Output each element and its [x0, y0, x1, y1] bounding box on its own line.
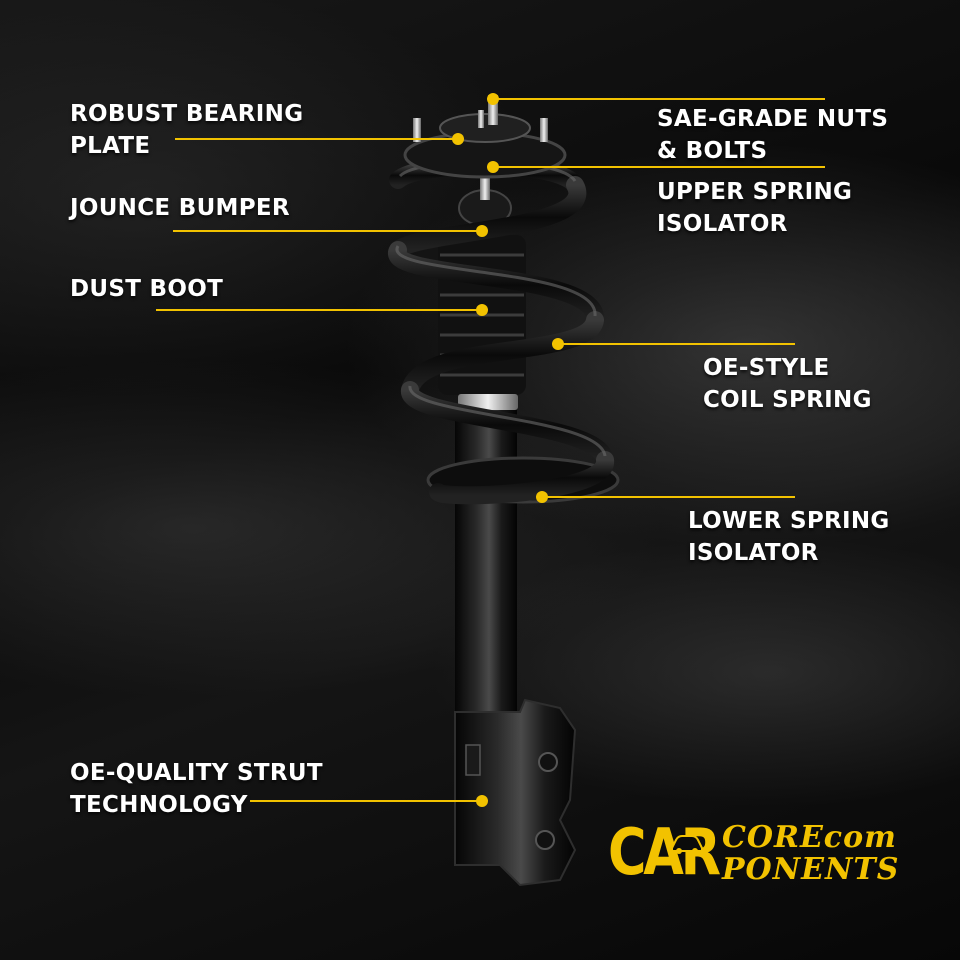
- callout-dot-coil-spring: [552, 338, 564, 350]
- label-line: UPPER SPRING: [657, 179, 853, 205]
- callout-dot-jounce-bumper: [476, 225, 488, 237]
- brand-name-line1: COREcom: [722, 820, 897, 855]
- car-icon: [671, 835, 703, 854]
- label-line: DUST BOOT: [70, 276, 224, 302]
- label-line: ROBUST BEARING: [70, 101, 304, 127]
- callout-dot-dust-boot: [476, 304, 488, 316]
- brand-name-line2: PONENTS: [722, 852, 900, 887]
- callout-dot-nuts-bolts: [487, 93, 499, 105]
- label-line: LOWER SPRING: [688, 508, 890, 534]
- label-line: SAE-GRADE NUTS: [657, 106, 889, 132]
- chrome-collar: [458, 394, 518, 410]
- label-jounce-bumper: JOUNCE BUMPER: [70, 192, 290, 224]
- label-line: PLATE: [70, 133, 151, 159]
- mount-studs: [413, 95, 548, 142]
- label-lower-spring-isolator: LOWER SPRING ISOLATOR: [688, 505, 890, 569]
- bracket-hole-top: [538, 752, 558, 772]
- label-robust-bearing-plate: ROBUST BEARING PLATE: [70, 98, 303, 162]
- callout-dot-upper-isolator: [487, 161, 499, 173]
- bracket-hole-bottom: [535, 830, 555, 850]
- label-line: JOUNCE BUMPER: [70, 195, 290, 221]
- label-line: OE-STYLE: [703, 355, 830, 381]
- callout-dot-lower-isolator: [536, 491, 548, 503]
- label-oe-quality-strut: OE-QUALITY STRUT TECHNOLOGY: [70, 757, 323, 821]
- callout-dot-strut: [476, 795, 488, 807]
- label-line: & BOLTS: [657, 138, 768, 164]
- brand-mark: CAR: [608, 816, 721, 890]
- label-line: OE-QUALITY STRUT: [70, 760, 323, 786]
- bearing-plate-shape: [439, 113, 531, 143]
- label-line: ISOLATOR: [657, 211, 788, 237]
- callout-dot-bearing-plate: [452, 133, 464, 145]
- label-oe-style-coil-spring: OE-STYLE COIL SPRING: [703, 352, 872, 416]
- label-dust-boot: DUST BOOT: [70, 273, 223, 305]
- label-line: TECHNOLOGY: [70, 792, 248, 818]
- label-sae-grade-nuts: SAE-GRADE NUTS & BOLTS: [657, 103, 888, 167]
- brake-line-clip: [465, 744, 481, 776]
- coil-spring-shape: [388, 156, 614, 505]
- brand-logo: CAR COREcom PONENTS: [608, 818, 928, 890]
- label-upper-spring-isolator: UPPER SPRING ISOLATOR: [657, 176, 852, 240]
- label-line: COIL SPRING: [703, 387, 872, 413]
- piston-rod: [480, 165, 490, 200]
- label-line: ISOLATOR: [688, 540, 819, 566]
